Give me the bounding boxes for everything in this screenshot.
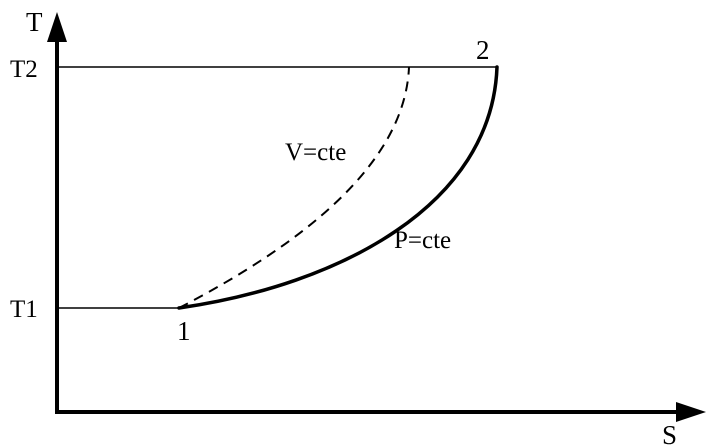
t2-label: T2 xyxy=(10,56,38,83)
y-axis-arrow xyxy=(47,12,67,42)
constant-volume-curve xyxy=(178,66,410,309)
y-axis-label: T xyxy=(26,7,43,37)
constant-pressure-label: P=cte xyxy=(394,227,451,254)
point-2-label: 2 xyxy=(476,35,490,65)
t1-label: T1 xyxy=(10,296,38,323)
x-axis-arrow xyxy=(676,402,706,422)
point-1-label: 1 xyxy=(177,316,191,346)
x-axis-label: S xyxy=(662,420,677,448)
constant-pressure-curve xyxy=(177,65,499,310)
constant-volume-label: V=cte xyxy=(285,139,346,166)
